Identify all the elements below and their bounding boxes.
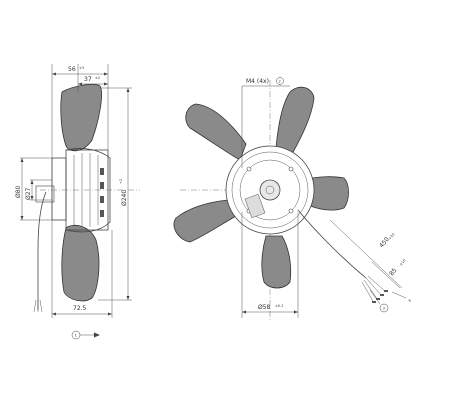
dim-top-outer: 56 [68, 66, 76, 73]
dim-top-outer-tol: ±3 [79, 66, 84, 70]
cable-ref-circle [379, 303, 389, 313]
dim-top-inner: 37 [84, 76, 92, 83]
front-cable [297, 209, 367, 279]
airflow-arrow-head [94, 332, 100, 338]
front-blade-upperleft [185, 103, 247, 161]
dim-top-inner-tol: ±2 [95, 76, 100, 80]
dia-left-inner: Ø27 [25, 187, 32, 200]
thread-label: M4 (4x) [246, 78, 269, 85]
thread-ref-circle [276, 77, 284, 85]
wire-end: 6 [408, 298, 413, 302]
side-blade-top [60, 84, 102, 152]
thread-ref: 2 [279, 80, 281, 84]
dia-right-tol: +2 [119, 179, 123, 184]
front-blade-right [303, 176, 349, 211]
dim-line-450 [329, 219, 403, 289]
dim-line-85 [371, 261, 401, 289]
hole-dia-tol: ±0.2 [275, 304, 284, 308]
dia-left-outer: Ø80 [15, 185, 22, 198]
airflow-indicator: 1 [71, 330, 100, 340]
side-cable [37, 191, 47, 310]
front-hub-bolt-circle [239, 159, 301, 221]
front-blade-bottom [261, 235, 292, 289]
strip-length-tol: ±10 [399, 258, 407, 266]
side-cable-gland [35, 185, 55, 203]
front-wire-ends [372, 290, 388, 303]
dia-right: Ø240 [121, 190, 128, 206]
front-hub-ring [231, 151, 309, 229]
strip-length: 85 [388, 267, 398, 277]
front-cable-wires [361, 275, 387, 304]
side-cable-wires [33, 299, 43, 313]
side-blade-bottom [61, 224, 100, 302]
side-view: 56 ±3 37 ±2 72.5 Ø80 Ø27 Ø240 +2 [15, 64, 140, 318]
front-blades [173, 86, 349, 289]
front-hub-center [259, 179, 281, 201]
airflow-ref: 1 [75, 334, 77, 338]
hole-dia: Ø58 [258, 304, 271, 311]
dim-bottom: 72.5 [73, 305, 87, 312]
cable-ref: 3 [383, 307, 385, 311]
side-cooling-slots [100, 168, 104, 217]
front-view: M4 (4x) 2 Ø58 ±0.2 450 +20 85 ±10 6 3 [173, 77, 413, 320]
front-blade-top [275, 86, 315, 155]
front-label-plate [244, 193, 266, 219]
dim-line-6 [391, 291, 407, 299]
cable-length-tol: +20 [388, 232, 396, 240]
front-blade-lowerleft [173, 199, 237, 243]
front-hub-shaft [265, 185, 275, 195]
